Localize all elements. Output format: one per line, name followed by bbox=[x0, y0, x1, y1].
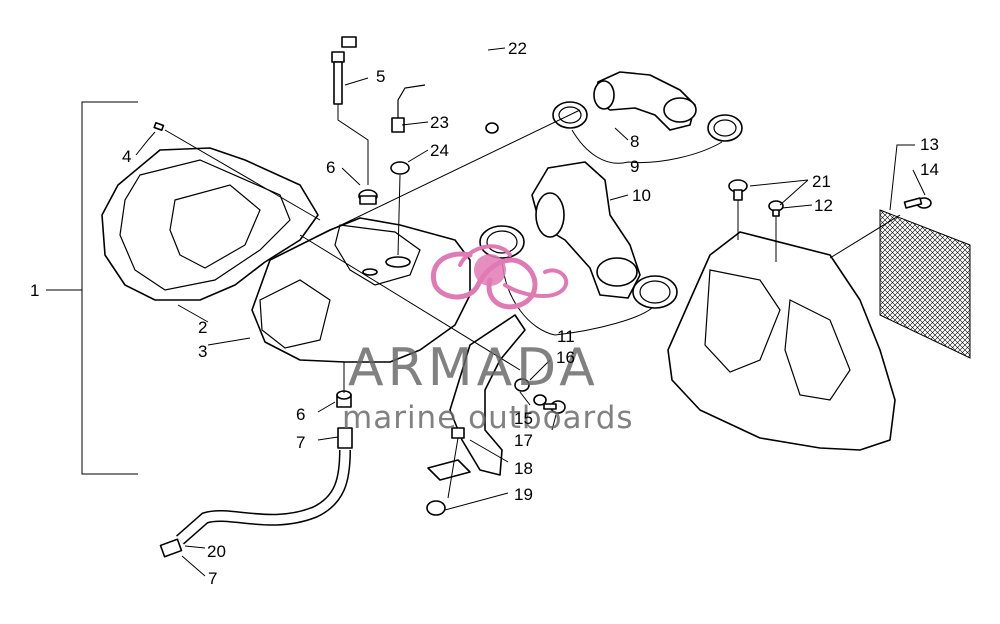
callout-6-lower: 6 bbox=[296, 405, 305, 424]
mounting-bracket bbox=[299, 234, 526, 476]
callout-20: 20 bbox=[207, 542, 226, 561]
armada-logo-icon bbox=[431, 244, 569, 310]
right-housing bbox=[667, 200, 901, 451]
watermark-brand: ARMADA bbox=[348, 338, 599, 398]
clamp-9-right bbox=[707, 114, 743, 142]
grommet-6-lower bbox=[336, 362, 352, 408]
callout-23: 23 bbox=[430, 113, 449, 132]
gasket-19 bbox=[426, 437, 471, 516]
callout-21: 21 bbox=[812, 172, 831, 191]
mesh-screen bbox=[879, 209, 971, 359]
screw-12 bbox=[768, 200, 784, 217]
callout-6-upper: 6 bbox=[326, 158, 335, 177]
callout-15: 15 bbox=[514, 409, 533, 428]
grommet-6-upper bbox=[358, 189, 378, 205]
sensor-23 bbox=[391, 84, 426, 133]
callout-13: 13 bbox=[920, 135, 939, 154]
airbox-cover bbox=[101, 147, 319, 301]
grommet-24 bbox=[390, 161, 410, 256]
callout-19: 19 bbox=[514, 485, 533, 504]
elbow-boot bbox=[593, 71, 697, 131]
intake-duct bbox=[531, 161, 641, 299]
callout-22: 22 bbox=[508, 39, 527, 58]
assembly-bracket bbox=[46, 101, 138, 475]
callout-5: 5 bbox=[376, 67, 385, 86]
airbox-housing bbox=[251, 217, 471, 363]
breather-hose bbox=[341, 34, 517, 134]
leader-lines bbox=[135, 47, 926, 577]
callout-2: 2 bbox=[198, 318, 207, 337]
callout-4: 4 bbox=[122, 147, 131, 166]
drain-hose bbox=[159, 427, 353, 558]
callout-16: 16 bbox=[556, 348, 575, 367]
clamp-11-upper bbox=[479, 225, 525, 259]
callout-1: 1 bbox=[30, 281, 39, 300]
callout-17: 17 bbox=[514, 431, 533, 450]
nut-16 bbox=[514, 378, 530, 392]
bolt-17 bbox=[543, 400, 566, 414]
callout-3: 3 bbox=[198, 342, 207, 361]
washer-15 bbox=[533, 394, 547, 406]
clamp-11-lower bbox=[632, 275, 678, 309]
callout-7-upper: 7 bbox=[296, 433, 305, 452]
callout-7-lower: 7 bbox=[208, 569, 217, 588]
callout-18: 18 bbox=[514, 459, 533, 478]
screw-14 bbox=[903, 197, 932, 209]
callout-14: 14 bbox=[920, 160, 939, 179]
callout-12: 12 bbox=[814, 196, 833, 215]
watermark-tagline: marine outboards bbox=[342, 400, 634, 436]
callout-8: 8 bbox=[630, 132, 639, 151]
callout-10: 10 bbox=[632, 186, 651, 205]
callout-11: 11 bbox=[557, 327, 575, 346]
callout-9: 9 bbox=[630, 157, 639, 176]
screw-21 bbox=[728, 179, 748, 201]
screw-4 bbox=[153, 121, 321, 221]
callout-labels: 1 2 3 4 5 6 6 7 7 8 9 10 11 12 13 14 15 … bbox=[30, 39, 939, 588]
elbow-fitting bbox=[331, 51, 369, 185]
callout-24: 24 bbox=[430, 141, 449, 160]
